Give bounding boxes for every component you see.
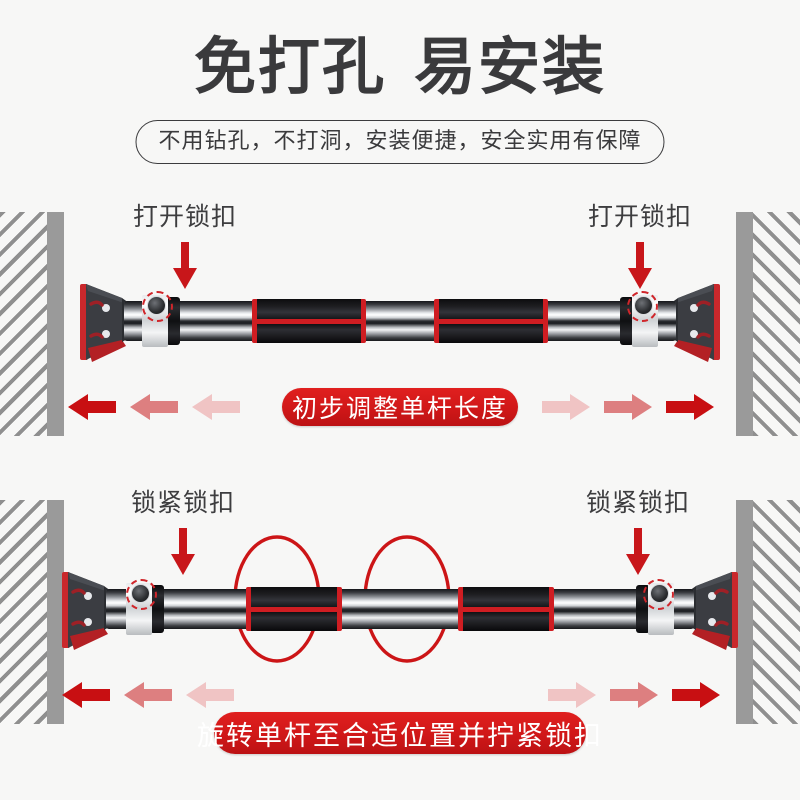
- down-arrow-svg: [626, 528, 650, 575]
- slide-arrow-left-3: [192, 392, 240, 422]
- wall-bracket-right-svg: [682, 572, 738, 650]
- wall-left-step-2: [0, 500, 64, 724]
- down-arrow-icon: [170, 528, 196, 576]
- pullup-bar-step-2: [60, 566, 740, 656]
- slide-arrow-left-1: [62, 680, 110, 710]
- step-1-banner: 初步调整单杆长度: [282, 388, 518, 426]
- arrow-left-icon: [124, 682, 172, 708]
- foam-grip-left: [246, 587, 342, 631]
- slide-arrow-left-2: [130, 392, 178, 422]
- step-1-banner-text: 初步调整单杆长度: [291, 395, 508, 423]
- callout-right-step-1: 打开锁扣: [565, 202, 715, 289]
- wall-slab: [736, 500, 753, 724]
- subtitle-text: 不用钻孔，不打洞，安装便捷，安全实用有保障: [158, 128, 642, 153]
- callout-right-step-2: 锁紧锁扣: [563, 488, 713, 575]
- wall-bracket-right: [676, 566, 740, 656]
- page-title: 免打孔易安装: [0, 32, 800, 104]
- foam-grip-right: [434, 299, 548, 343]
- down-arrow-icon: [627, 242, 653, 290]
- arrow-right-icon: [604, 394, 652, 420]
- step-2-banner: 旋转单杆至合适位置并拧紧锁扣: [197, 712, 601, 754]
- steel-shaft: [124, 291, 676, 347]
- callout-left-step-1: 打开锁扣: [110, 202, 260, 289]
- slide-arrow-left-3: [186, 680, 234, 710]
- wall-left-step-1: [0, 212, 64, 436]
- arrow-left-icon: [62, 682, 110, 708]
- down-arrow-icon: [625, 528, 651, 576]
- down-arrow-svg: [171, 528, 195, 575]
- wall-hatch-icon: [753, 212, 800, 436]
- slide-arrow-right-3: [672, 680, 720, 710]
- slide-arrow-right-1: [542, 392, 590, 422]
- slide-arrow-right-3: [666, 392, 714, 422]
- arrow-right-icon: [548, 682, 596, 708]
- wall-slab: [47, 500, 64, 724]
- pullup-bar-step-1: [78, 278, 722, 368]
- arrow-left-icon: [186, 682, 234, 708]
- arrow-right-icon: [610, 682, 658, 708]
- callout-label: 打开锁扣: [132, 203, 237, 231]
- lock-highlight-ring-left: [142, 291, 173, 322]
- arrow-left-icon: [192, 394, 240, 420]
- lock-highlight-ring-right: [643, 579, 674, 610]
- slide-arrow-right-2: [604, 392, 652, 422]
- wall-slab: [736, 212, 753, 436]
- foam-grip-right: [458, 587, 554, 631]
- arrow-left-icon: [130, 394, 178, 420]
- callout-left-step-2: 锁紧锁扣: [108, 488, 258, 575]
- slide-arrows-left-step-2: [62, 680, 252, 710]
- arrow-left-icon: [68, 394, 116, 420]
- down-arrow-svg: [628, 242, 652, 289]
- down-arrow-svg: [173, 242, 197, 289]
- steel-shaft: [106, 579, 694, 635]
- slide-arrow-left-1: [68, 392, 116, 422]
- slide-arrows-right-step-2: [548, 680, 738, 710]
- slide-arrows-left-step-1: [68, 392, 258, 422]
- wall-hatch-icon: [0, 500, 47, 724]
- callout-label: 打开锁扣: [587, 203, 692, 231]
- wall-right-step-2: [736, 500, 800, 724]
- down-arrow-icon: [172, 242, 198, 290]
- arrow-right-icon: [666, 394, 714, 420]
- subtitle-pill: 不用钻孔，不打洞，安装便捷，安全实用有保障: [135, 120, 665, 164]
- slide-arrow-right-2: [610, 680, 658, 710]
- step-2-banner-text: 旋转单杆至合适位置并拧紧锁扣: [197, 720, 603, 751]
- arrow-right-icon: [672, 682, 720, 708]
- slide-arrows-right-step-1: [542, 392, 732, 422]
- foam-grip-left: [252, 299, 366, 343]
- title-part-2: 易安装: [414, 33, 607, 102]
- callout-label: 锁紧锁扣: [130, 489, 235, 517]
- title-part-1: 免打孔: [193, 33, 386, 102]
- arrow-right-icon: [542, 394, 590, 420]
- wall-slab: [47, 212, 64, 436]
- wall-right-step-1: [736, 212, 800, 436]
- slide-arrow-left-2: [124, 680, 172, 710]
- lock-highlight-ring-left: [126, 579, 157, 610]
- wall-hatch-icon: [0, 212, 47, 436]
- shaft-tube: [106, 589, 694, 629]
- lock-highlight-ring-right: [627, 291, 658, 322]
- slide-arrow-right-1: [548, 680, 596, 710]
- callout-label: 锁紧锁扣: [585, 489, 690, 517]
- wall-hatch-icon: [753, 500, 800, 724]
- shaft-tube: [124, 301, 676, 341]
